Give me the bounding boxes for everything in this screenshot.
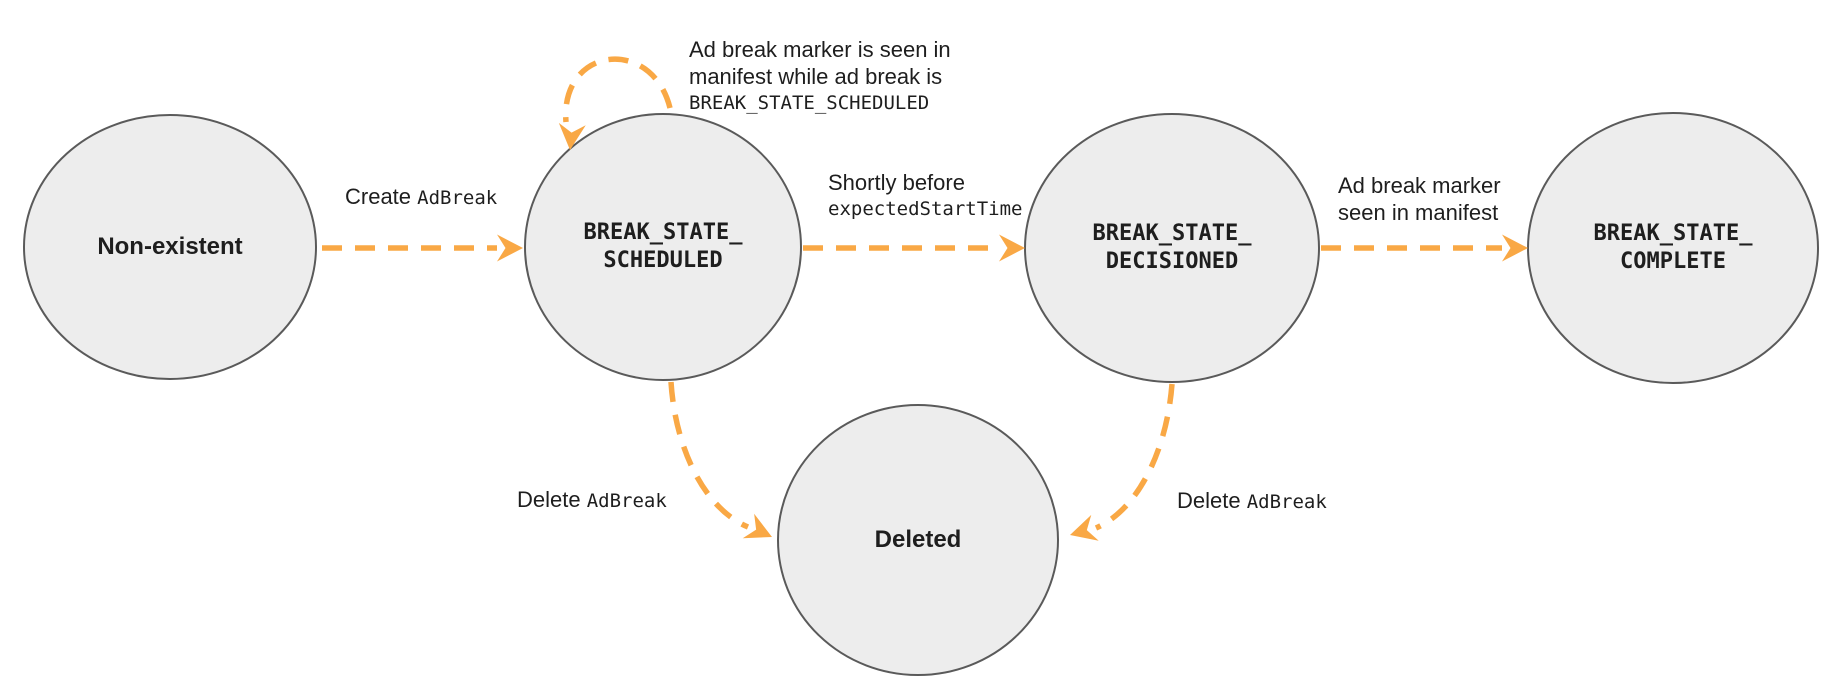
arrowhead-create-adbreak [497,234,523,262]
edge-label-line2: manifest while ad break is [689,64,943,89]
state-circle-break-state-complete [1527,112,1819,384]
state-circle-non-existent [23,114,317,380]
edge-label-self-loop: Ad break marker is seen in manifest whil… [689,36,951,117]
edge-label-sans-part: Delete [1177,488,1247,513]
edge-label-line2: expectedStartTime [828,198,1023,220]
edge-label-sans-part: Create [345,184,418,209]
edge-label-line1: Ad break marker is seen in [689,37,951,62]
edge-label-shortly-before: Shortly before expectedStartTime [828,169,1022,223]
arrowhead-self-loop [558,122,586,150]
state-circle-deleted [777,404,1059,676]
edge-label-delete-adbreak-right: Delete AdBreak [1177,487,1327,516]
transition-delete-from-scheduled-line [668,381,750,530]
state-circle-break-state-decisioned [1024,113,1320,383]
edge-label-create-adbreak: Create AdBreak [345,183,497,212]
edge-label-mono-part: AdBreak [1246,491,1327,513]
edge-label-delete-adbreak-left: Delete AdBreak [517,486,667,515]
edge-label-line1: Ad break marker [1338,173,1501,198]
edge-label-mono-part: AdBreak [586,490,667,512]
arrowhead-delete-from-decisioned [1070,514,1099,541]
transition-delete-from-decisioned-line [1094,383,1175,531]
transition-self-loop-line [563,56,673,123]
edge-label-line2: seen in manifest [1338,200,1499,225]
edge-label-marker-seen: Ad break marker seen in manifest [1338,172,1501,226]
edge-label-mono-part: AdBreak [417,187,498,209]
state-circle-break-state-scheduled [524,113,802,381]
edge-label-line3: BREAK_STATE_SCHEDULED [689,92,930,114]
arrowhead-to-complete [1502,234,1528,262]
edge-label-line1: Shortly before [828,170,965,195]
arrowhead-to-decisioned [999,234,1025,262]
edge-label-sans-part: Delete [517,487,587,512]
arrowhead-delete-from-scheduled [742,513,772,539]
